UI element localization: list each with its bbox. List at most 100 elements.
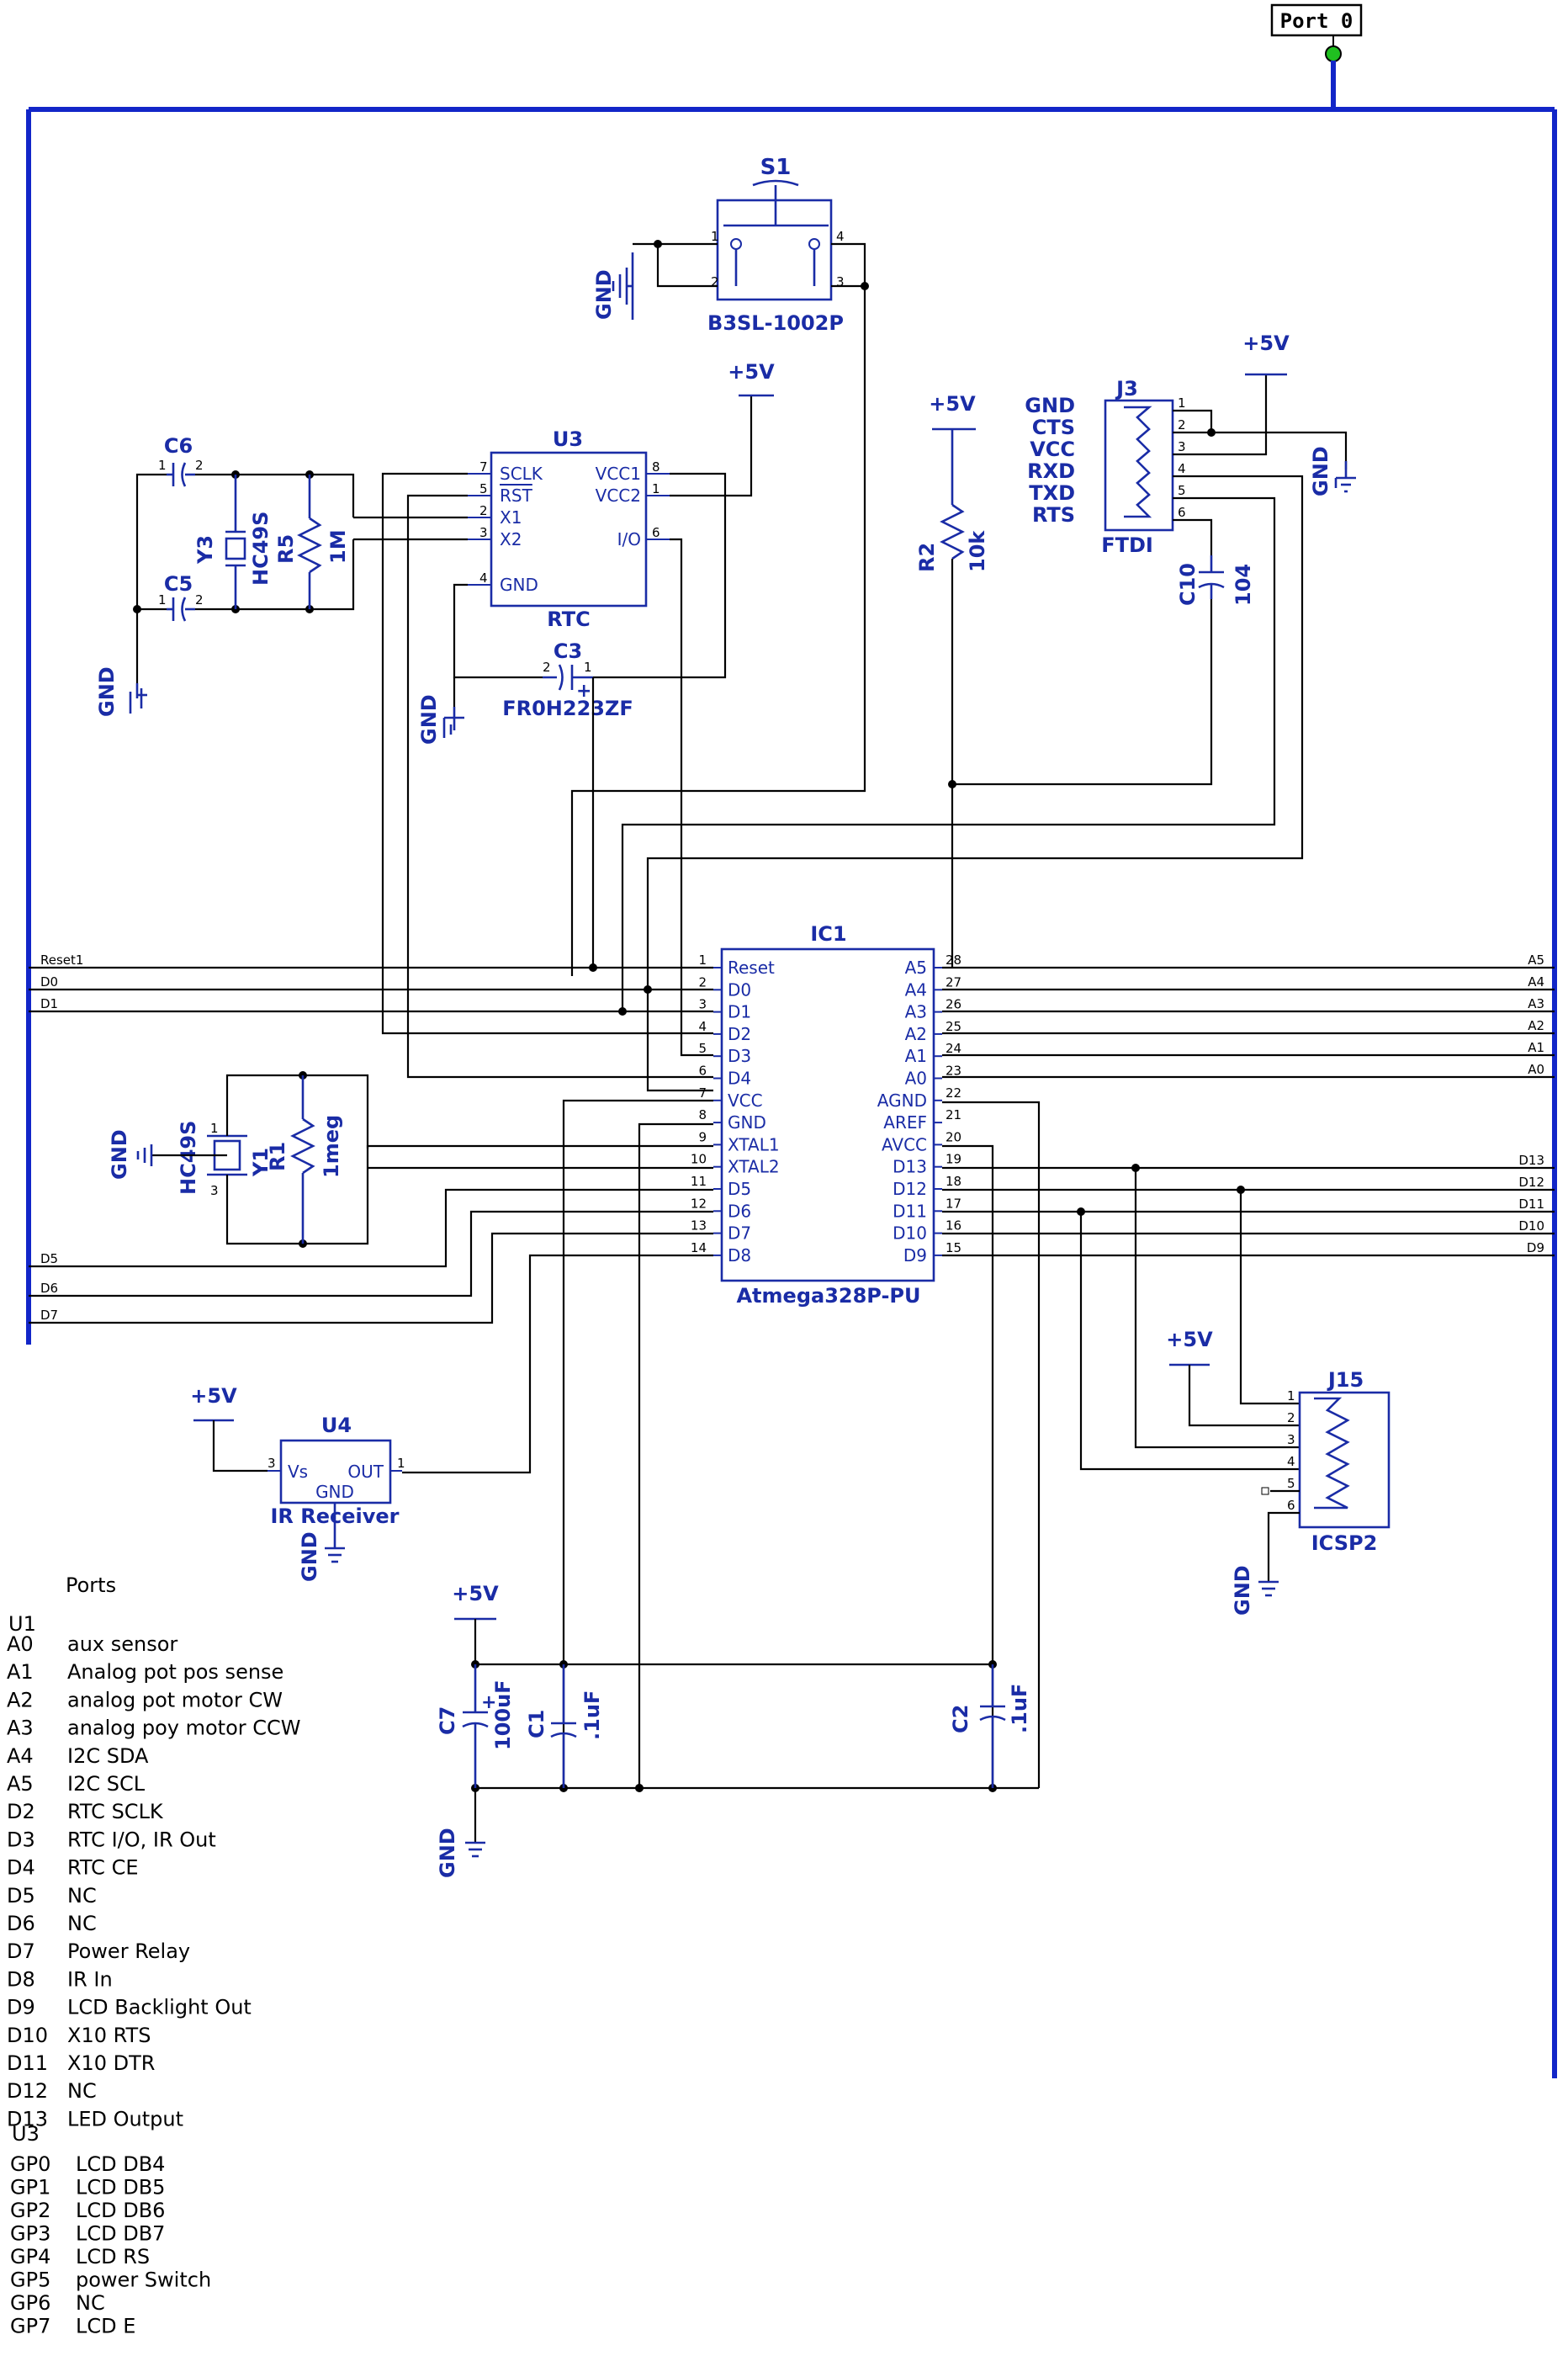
- mcu-name: Atmega328P-PU: [736, 1284, 920, 1308]
- ports-title: Ports: [66, 1573, 116, 1597]
- svg-text:C2: C2: [949, 1705, 972, 1733]
- svg-text:GND: GND: [592, 269, 616, 320]
- net-label-right: A3: [1528, 996, 1544, 1011]
- note-pin: D11: [7, 2051, 48, 2075]
- vcc-symbol-ftdi: +5V: [1242, 332, 1290, 376]
- svg-text:+5V: +5V: [1242, 332, 1290, 355]
- mcu-pin-number: 9: [698, 1129, 707, 1144]
- svg-text:3: 3: [836, 274, 845, 289]
- note-description: LCD Backlight Out: [67, 1996, 252, 2019]
- svg-text:1: 1: [158, 458, 167, 473]
- s1-ref: S1: [760, 155, 792, 180]
- mcu-pin-label: AGND: [877, 1090, 927, 1111]
- mcu-ic1: IC1 Atmega328P-PU: [720, 922, 935, 1308]
- net-label-left: D5: [40, 1251, 58, 1266]
- note-description: Analog pot pos sense: [67, 1660, 283, 1684]
- svg-text:VCC: VCC: [1030, 438, 1075, 461]
- svg-text:RST: RST: [500, 486, 533, 506]
- svg-text:Y3: Y3: [193, 535, 217, 565]
- note-pin: D3: [7, 1828, 35, 1851]
- rtc-chip-u3: U3 SCLK RST X1 X2 GND VCC1 VCC2 I/O RTC …: [479, 427, 660, 631]
- vcc-symbol-icsp: +5V: [1166, 1328, 1213, 1366]
- net-label-right: D10: [1518, 1218, 1544, 1234]
- svg-text:VCC2: VCC2: [596, 486, 641, 506]
- svg-text:2: 2: [543, 660, 551, 675]
- net-label-right: A5: [1528, 952, 1544, 968]
- gnd-symbol-rtc: GND: [417, 694, 464, 745]
- net-label-right: D11: [1518, 1197, 1544, 1212]
- mcu-pin-number: 13: [691, 1218, 707, 1234]
- mcu-pin-label: D2: [728, 1024, 751, 1044]
- mcu-pin-label: A1: [905, 1046, 927, 1066]
- svg-text:U4: U4: [321, 1414, 352, 1437]
- mcu-pin-number: 23: [946, 1064, 961, 1079]
- svg-text:C5: C5: [164, 572, 193, 596]
- svg-text:+: +: [481, 1692, 496, 1713]
- mcu-pin-number: 25: [946, 1019, 961, 1034]
- resistor-r1: R1 1meg: [266, 1075, 343, 1244]
- mcu-pin-label: D7: [728, 1223, 751, 1244]
- svg-text:C10: C10: [1176, 563, 1200, 606]
- note-description: IR In: [67, 1967, 113, 1991]
- svg-text:4: 4: [1178, 461, 1186, 476]
- svg-text:+: +: [576, 681, 591, 702]
- svg-text:TXD: TXD: [1029, 481, 1075, 505]
- note-pin: D2: [7, 1800, 35, 1823]
- note-description: I2C SDA: [67, 1744, 149, 1768]
- svg-text:1M: 1M: [326, 529, 350, 564]
- gnd-symbol-y1: GND: [108, 1129, 153, 1180]
- svg-text:3: 3: [479, 525, 488, 540]
- mcu-pin-number: 16: [946, 1218, 961, 1234]
- port-0-connector: Port 0: [1270, 3, 1363, 62]
- net-label-left: Reset1: [40, 952, 83, 968]
- svg-text:C1: C1: [525, 1710, 548, 1738]
- mcu-pin-number: 6: [698, 1064, 707, 1079]
- gnd-symbol-icsp: GND: [1231, 1565, 1279, 1616]
- svg-text:GND: GND: [500, 575, 538, 595]
- vcc-symbol-r2: +5V: [929, 392, 976, 431]
- note-description: analog pot motor CW: [67, 1688, 283, 1711]
- svg-text:100uF: 100uF: [491, 1679, 515, 1750]
- svg-text:GND: GND: [315, 1482, 354, 1502]
- svg-text:VCC1: VCC1: [596, 464, 641, 484]
- u1-title: U1: [8, 1612, 36, 1636]
- mcu-pin-label: A5: [905, 958, 927, 978]
- mcu-pin-number: 28: [946, 952, 961, 968]
- svg-text:1: 1: [158, 592, 167, 608]
- crystal-y3: Y3 HC49S: [193, 475, 273, 609]
- mcu-ref: IC1: [810, 922, 846, 946]
- mcu-pin-number: 5: [698, 1041, 707, 1056]
- svg-text:HC49S: HC49S: [177, 1121, 200, 1195]
- svg-text:5: 5: [479, 481, 488, 496]
- note-description: LCD RS: [76, 2245, 150, 2268]
- mcu-pin-number: 22: [946, 1085, 961, 1101]
- svg-text:Vs: Vs: [288, 1462, 308, 1482]
- mcu-pin-label: D6: [728, 1201, 751, 1221]
- mcu-pin-number: 4: [698, 1019, 707, 1034]
- gnd-symbol-ir: GND: [298, 1503, 345, 1582]
- capacitor-c7: + C7 100uF: [436, 1664, 515, 1788]
- svg-text:2: 2: [1287, 1410, 1295, 1425]
- s1-value: B3SL-1002P: [707, 311, 844, 335]
- note-description: aux sensor: [67, 1632, 177, 1656]
- mcu-pin-number: 7: [698, 1085, 707, 1101]
- svg-text:C7: C7: [436, 1706, 459, 1735]
- mcu-pin-label: D0: [728, 979, 751, 1000]
- mcu-pin-label: Reset: [728, 958, 775, 978]
- note-pin: GP6: [10, 2291, 50, 2315]
- svg-text:2: 2: [479, 503, 488, 518]
- svg-text:1: 1: [210, 1121, 219, 1136]
- mcu-pin-number: 24: [946, 1041, 961, 1056]
- svg-text:1: 1: [1178, 395, 1186, 411]
- svg-text:ICSP2: ICSP2: [1311, 1531, 1378, 1555]
- net-label-right: D9: [1527, 1240, 1544, 1255]
- svg-text:GND: GND: [436, 1828, 459, 1878]
- mcu-pin-number: 12: [691, 1196, 707, 1211]
- note-pin: GP5: [10, 2268, 50, 2292]
- net-label-left: D7: [40, 1308, 58, 1323]
- svg-text:OUT: OUT: [347, 1462, 384, 1482]
- mcu-pin-label: GND: [728, 1112, 766, 1133]
